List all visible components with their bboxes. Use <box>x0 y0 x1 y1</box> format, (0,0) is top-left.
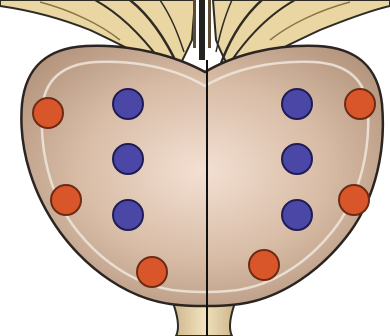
central-duct <box>208 0 211 48</box>
central-duct <box>193 0 196 48</box>
inner-site-left-mid <box>113 144 143 174</box>
outer-site-left-mid <box>51 185 81 215</box>
outer-site-right-bottom <box>249 250 279 280</box>
outer-site-left-top <box>33 98 63 128</box>
outer-site-left-bottom <box>137 257 167 287</box>
inner-site-right-bottom <box>282 200 312 230</box>
inner-site-right-mid <box>282 144 312 174</box>
central-duct <box>199 0 205 60</box>
inner-site-left-top <box>113 89 143 119</box>
inner-site-left-bottom <box>113 200 143 230</box>
outer-site-right-top <box>345 89 375 119</box>
outer-site-right-mid <box>339 185 369 215</box>
inner-site-right-top <box>282 89 312 119</box>
